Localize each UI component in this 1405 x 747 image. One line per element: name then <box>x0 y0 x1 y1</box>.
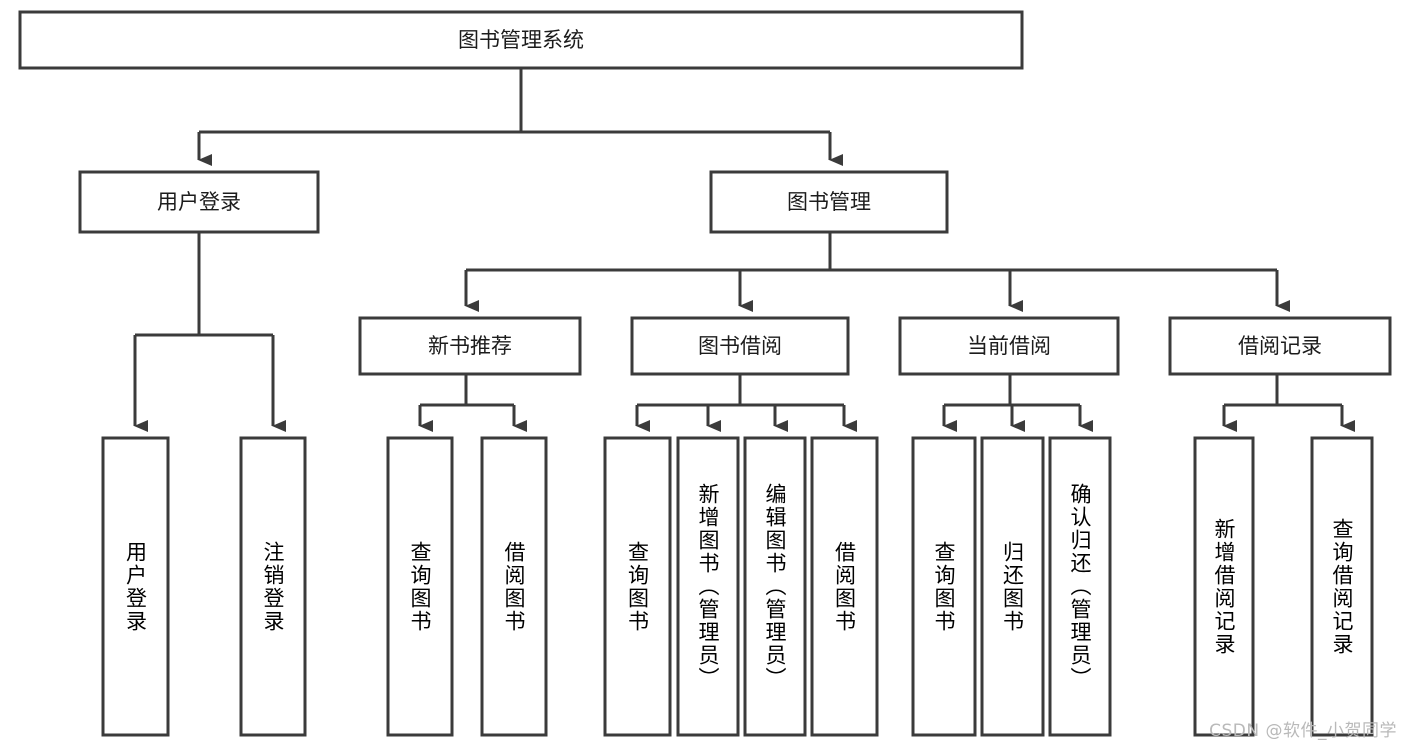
leaf-node-leaf-edit-book-box[interactable] <box>743 436 807 737</box>
leaf-node-leaf-query-book-3[interactable]: 查询图书 <box>911 436 977 737</box>
leaf-node-leaf-query-record-label: 查询借阅记录 <box>1330 517 1354 656</box>
leaf-node-leaf-confirm-return[interactable]: 确认归还（管理员） <box>1048 436 1112 737</box>
leaf-node-leaf-borrow-book-2-label-wrap: 借阅图书 <box>832 540 857 633</box>
leaf-node-leaf-add-record[interactable]: 新增借阅记录 <box>1193 436 1255 737</box>
leaf-node-leaf-user-login-box[interactable] <box>101 436 170 737</box>
leaf-node-leaf-add-record-label: 新增借阅记录 <box>1212 517 1236 656</box>
leaf-node-leaf-return-book-label: 归还图书 <box>1000 540 1025 633</box>
leaf-node-leaf-borrow-book-2-label: 借阅图书 <box>832 540 857 633</box>
leaf-node-leaf-borrow-book-2[interactable]: 借阅图书 <box>810 436 879 737</box>
level2-node-book-manage-box[interactable] <box>709 170 949 234</box>
level3-node-borrow-record-label: 借阅记录 <box>1238 334 1322 358</box>
leaf-node-leaf-query-record-box[interactable] <box>1310 436 1374 737</box>
leaf-node-leaf-query-book-2-label-wrap: 查询图书 <box>625 540 650 633</box>
level3-node-new-book-rec-label: 新书推荐 <box>428 334 512 358</box>
leaf-node-leaf-query-book-3-box[interactable] <box>911 436 977 737</box>
leaf-node-leaf-add-record-box[interactable] <box>1193 436 1255 737</box>
level2-node-user-login[interactable]: 用户登录 <box>78 170 320 234</box>
leaf-node-leaf-add-book-label-wrap: 新增图书（管理员） <box>696 483 720 690</box>
level3-node-current-borrow[interactable]: 当前借阅 <box>898 316 1120 376</box>
leaf-node-leaf-query-book-1-label: 查询图书 <box>408 540 432 633</box>
level3-node-book-borrow-box[interactable] <box>630 316 850 376</box>
leaf-node-leaf-return-book[interactable]: 归还图书 <box>980 436 1045 737</box>
leaf-node-leaf-query-book-2-label: 查询图书 <box>625 540 650 633</box>
root-node-label: 图书管理系统 <box>458 28 584 52</box>
level3-node-new-book-rec-box[interactable] <box>358 316 582 376</box>
leaf-node-leaf-user-login-label-wrap: 用户登录 <box>123 540 148 633</box>
leaf-node-leaf-user-logout[interactable]: 注销登录 <box>239 436 307 737</box>
leaf-node-leaf-borrow-book-1-label-wrap: 借阅图书 <box>502 540 526 633</box>
leaf-node-leaf-add-book-box[interactable] <box>676 436 740 737</box>
leaf-node-leaf-borrow-book-2-box[interactable] <box>810 436 879 737</box>
leaf-node-leaf-user-login[interactable]: 用户登录 <box>101 436 170 737</box>
leaf-node-leaf-confirm-return-label: 确认归还（管理员） <box>1068 483 1092 690</box>
edge-layer <box>133 68 1355 432</box>
leaf-node-leaf-user-logout-box[interactable] <box>239 436 307 737</box>
leaf-node-leaf-borrow-book-1-label: 借阅图书 <box>502 540 526 633</box>
leaf-node-leaf-edit-book[interactable]: 编辑图书（管理员） <box>743 436 807 737</box>
level3-node-current-borrow-label: 当前借阅 <box>967 334 1051 358</box>
leaf-node-leaf-query-book-1[interactable]: 查询图书 <box>386 436 454 737</box>
leaf-node-leaf-user-login-label: 用户登录 <box>123 540 148 633</box>
level2-node-book-manage-label: 图书管理 <box>787 190 871 214</box>
level3-node-book-borrow[interactable]: 图书借阅 <box>630 316 850 376</box>
leaf-node-leaf-query-book-1-box[interactable] <box>386 436 454 737</box>
leaf-node-leaf-return-book-box[interactable] <box>980 436 1045 737</box>
leaf-node-leaf-query-record-label-wrap: 查询借阅记录 <box>1330 517 1354 656</box>
node-layer: 图书管理系统用户登录图书管理新书推荐图书借阅当前借阅借阅记录用户登录注销登录查询… <box>18 10 1392 737</box>
level3-node-borrow-record[interactable]: 借阅记录 <box>1168 316 1392 376</box>
leaf-node-leaf-edit-book-label: 编辑图书（管理员） <box>763 483 787 690</box>
level2-node-user-login-label: 用户登录 <box>157 190 241 214</box>
level2-node-book-manage[interactable]: 图书管理 <box>709 170 949 234</box>
leaf-node-leaf-query-book-3-label: 查询图书 <box>932 540 956 633</box>
leaf-node-leaf-edit-book-label-wrap: 编辑图书（管理员） <box>763 483 787 690</box>
level3-node-book-borrow-label: 图书借阅 <box>698 334 782 358</box>
leaf-node-leaf-query-record[interactable]: 查询借阅记录 <box>1310 436 1374 737</box>
leaf-node-leaf-query-book-1-label-wrap: 查询图书 <box>408 540 432 633</box>
leaf-node-leaf-query-book-2[interactable]: 查询图书 <box>603 436 672 737</box>
leaf-node-leaf-user-logout-label-wrap: 注销登录 <box>261 540 285 633</box>
level3-node-current-borrow-box[interactable] <box>898 316 1120 376</box>
leaf-node-leaf-return-book-label-wrap: 归还图书 <box>1000 540 1025 633</box>
level3-node-new-book-rec[interactable]: 新书推荐 <box>358 316 582 376</box>
leaf-node-leaf-query-book-2-box[interactable] <box>603 436 672 737</box>
leaf-node-leaf-user-logout-label: 注销登录 <box>261 540 285 633</box>
leaf-node-leaf-query-book-3-label-wrap: 查询图书 <box>932 540 956 633</box>
leaf-node-leaf-add-book[interactable]: 新增图书（管理员） <box>676 436 740 737</box>
level3-node-borrow-record-box[interactable] <box>1168 316 1392 376</box>
root-node-box[interactable] <box>18 10 1024 70</box>
leaf-node-leaf-add-record-label-wrap: 新增借阅记录 <box>1212 517 1236 656</box>
root-node[interactable]: 图书管理系统 <box>18 10 1024 70</box>
level2-node-user-login-box[interactable] <box>78 170 320 234</box>
leaf-node-leaf-borrow-book-1[interactable]: 借阅图书 <box>480 436 548 737</box>
leaf-node-leaf-borrow-book-1-box[interactable] <box>480 436 548 737</box>
leaf-node-leaf-confirm-return-box[interactable] <box>1048 436 1112 737</box>
leaf-node-leaf-confirm-return-label-wrap: 确认归还（管理员） <box>1068 483 1092 690</box>
leaf-node-leaf-add-book-label: 新增图书（管理员） <box>696 483 720 690</box>
